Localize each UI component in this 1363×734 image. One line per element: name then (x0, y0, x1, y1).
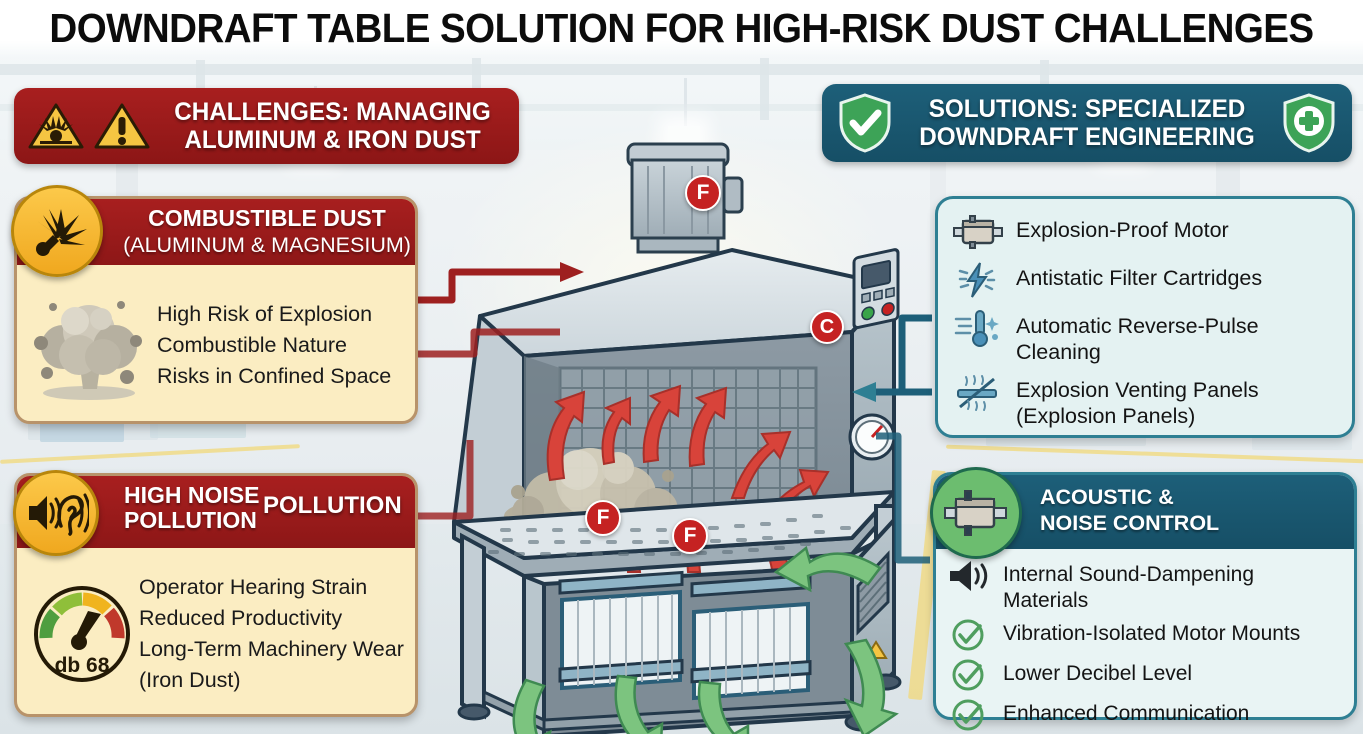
solutions-banner-text: SOLUTIONS: SPECIALIZED DOWNDRAFT ENGINEE… (911, 95, 1262, 151)
side-vent (856, 550, 890, 636)
solution-label-line1: Internal Sound-Dampening (1003, 563, 1254, 586)
solution-label: Automatic Reverse-Pulse Cleaning (1016, 307, 1259, 365)
list-item: Internal Sound-Dampening Materials (946, 557, 1346, 614)
marker-label: F (596, 506, 610, 529)
card-title-line2: POLLUTION (124, 507, 257, 533)
lamp-stem (684, 78, 687, 130)
ceiling-truss (760, 58, 769, 120)
solution-label-line1: Automatic Reverse-Pulse Cleaning (1016, 314, 1259, 364)
list-item: Explosion Venting Panels (Explosion Pane… (950, 371, 1342, 429)
card-title-line2: NOISE CONTROL (1040, 511, 1220, 535)
list-item: Operator Hearing Strain (139, 575, 368, 599)
list-item: Automatic Reverse-Pulse Cleaning (950, 307, 1342, 365)
card-title-overlay: POLLUTION (263, 492, 402, 519)
card-title-line1: ACOUSTIC & (1040, 485, 1174, 509)
filter-marker-f-left: F (585, 500, 621, 536)
motor-icon (950, 211, 1006, 253)
list-item: Vibration-Isolated Motor Mounts (946, 616, 1346, 654)
motor-marker-f: F (685, 175, 721, 211)
challenge-card-high-noise-pollution: HIGH NOISE POLLUTION POLLUTION db 68 Ope… (13, 470, 418, 717)
vent-panel-icon (950, 371, 1006, 413)
card-body: db 68 Operator Hearing Strain Reduced Pr… (17, 552, 415, 716)
ceiling-beam (0, 104, 1363, 111)
table-frame (457, 504, 902, 734)
check-circle-icon (946, 616, 994, 654)
challenges-banner: CHALLENGES: MANAGING ALUMINUM & IRON DUS… (14, 88, 519, 164)
explosion-burst-icon (11, 185, 103, 277)
floor-marking (0, 444, 300, 464)
check-circle-icon (946, 696, 994, 734)
solution-label: Enhanced Communication (1003, 702, 1250, 725)
decibel-gauge-icon: db 68 (27, 580, 137, 688)
marker-label: F (683, 524, 697, 547)
filter-marker-f-right: F (672, 518, 708, 554)
top-motor (626, 142, 744, 254)
list-item: Antistatic Filter Cartridges (950, 259, 1342, 301)
pressure-gauge (848, 413, 896, 461)
challenges-banner-text: CHALLENGES: MANAGING ALUMINUM & IRON DUS… (165, 98, 500, 154)
list-item: High Risk of Explosion (157, 301, 373, 326)
clean-airflow-arrows (512, 545, 899, 734)
solution-label: Lower Decibel Level (1003, 662, 1193, 685)
challenge-items-list: High Risk of Explosion Combustible Natur… (153, 299, 415, 392)
title-background (0, 0, 1363, 58)
card-title-line1: HIGH NOISE (124, 482, 260, 508)
challenges-banner-line2: ALUMINUM & IRON DUST (184, 126, 481, 154)
filter-cartridge-right (690, 573, 812, 701)
list-item: (Iron Dust) (139, 668, 241, 692)
challenges-banner-line1: CHALLENGES: MANAGING (174, 98, 491, 126)
marker-label: F (696, 181, 710, 204)
explosion-warning-triangle-icon (28, 102, 84, 150)
solution-label-line2: Materials (1003, 589, 1089, 612)
antistatic-bolt-icon (950, 259, 1006, 301)
list-item: Lower Decibel Level (946, 656, 1346, 694)
solution-card-engineering: Explosion-Proof Motor Antistatic Filter (935, 196, 1355, 438)
list-item: Risks in Confined Space (157, 363, 392, 388)
solution-label: Antistatic Filter Cartridges (1016, 266, 1263, 290)
dust-cloud-icon (23, 285, 153, 405)
solution-label: Internal Sound-Dampening Materials (1003, 557, 1254, 614)
card-body: Internal Sound-Dampening Materials Vibra… (936, 553, 1354, 734)
solution-label: Explosion Venting Panels (Explosion Pane… (1016, 378, 1259, 428)
card-title-line1: COMBUSTIBLE DUST (148, 205, 386, 231)
card-title: COMBUSTIBLE DUST (ALUMINUM & MAGNESIUM) (121, 205, 413, 258)
solution-label: Vibration-Isolated Motor Mounts (1003, 622, 1301, 645)
solutions-banner-line1: SOLUTIONS: SPECIALIZED (928, 95, 1246, 123)
list-item: Enhanced Communication (946, 696, 1346, 734)
list-item: Reduced Productivity (139, 606, 343, 630)
page-title: DOWNDRAFT TABLE SOLUTION FOR HIGH-RISK D… (49, 5, 1314, 51)
list-item: Long-Term Machinery Wear (139, 637, 404, 661)
motor-icon (930, 467, 1022, 559)
solution-card-acoustic-noise-control: ACOUSTIC & NOISE CONTROL Internal Sound-… (930, 467, 1357, 731)
card-title: HIGH NOISE POLLUTION (124, 483, 259, 533)
ceiling-beam (0, 64, 1363, 75)
card-body: High Risk of Explosion Combustible Natur… (17, 269, 415, 421)
solution-items-list: Explosion-Proof Motor Antistatic Filter (938, 199, 1352, 429)
list-item: Combustible Nature (157, 332, 348, 357)
exclamation-warning-triangle-icon (94, 102, 150, 150)
shield-plus-icon (1280, 92, 1338, 154)
solutions-banner-line2: DOWNDRAFT ENGINEERING (919, 123, 1255, 151)
speaker-icon (946, 557, 994, 595)
downdraft-table-illustration (452, 142, 902, 734)
challenge-card-combustible-dust: COMBUSTIBLE DUST (ALUMINUM & MAGNESIUM) (11, 185, 418, 424)
solution-label: Explosion-Proof Motor (1016, 218, 1229, 242)
gauge-value: db 68 (55, 654, 110, 677)
shield-check-icon (836, 92, 894, 154)
challenge-items-list: Operator Hearing Strain Reduced Producti… (137, 572, 415, 696)
control-panel-marker-c: C (810, 310, 844, 344)
pulse-cleaning-icon (950, 307, 1006, 349)
solutions-banner: SOLUTIONS: SPECIALIZED DOWNDRAFT ENGINEE… (822, 84, 1352, 162)
card-title-line2: (ALUMINUM & MAGNESIUM) (123, 233, 411, 257)
list-item: Explosion-Proof Motor (950, 211, 1342, 253)
ear-sound-icon (13, 470, 99, 556)
card-title: ACOUSTIC & NOISE CONTROL (1040, 484, 1219, 536)
marker-label: C (819, 315, 835, 338)
filter-cartridge-left (558, 570, 684, 691)
check-circle-icon (946, 656, 994, 694)
